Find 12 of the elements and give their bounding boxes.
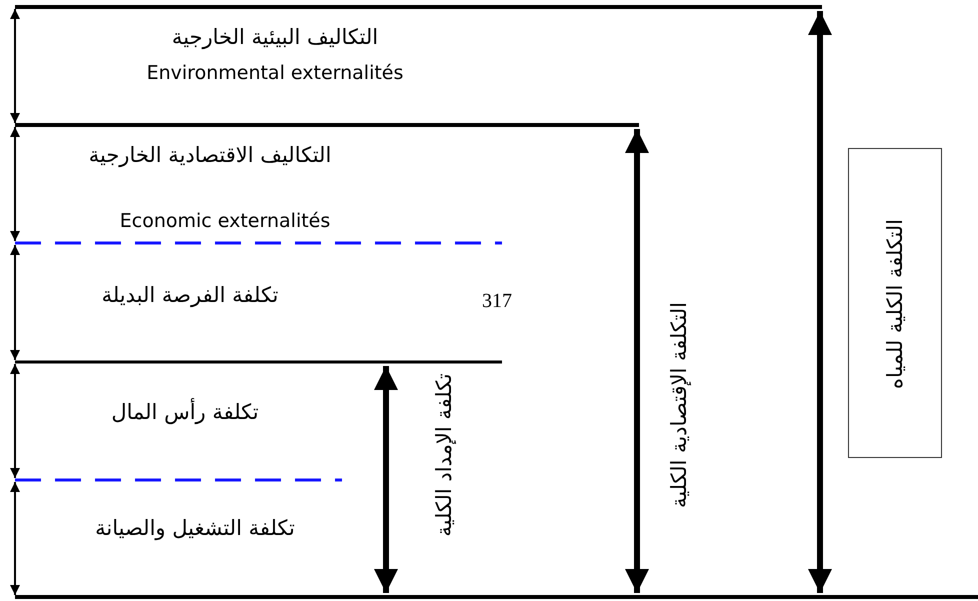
cost-label: Environmental externalités [146,62,404,84]
label-box [848,148,942,458]
total-cost-label: تكلفة الإمداد الكلية [431,372,458,539]
cost-label: Economic externalités [120,210,330,232]
cost-label: تكلفة التشغيل والصيانة [95,516,295,540]
total-cost-label: التكلفة الإقتصادية الكلية [666,302,692,508]
cost-label: تكلفة الفرصة البديلة [102,283,278,307]
total-cost-label: التكلفة الكلية للمياه [882,219,908,389]
cost-label: تكلفة رأس المال [111,400,259,424]
cost-label: التكاليف البيئية الخارجية [172,25,378,49]
cost-label: التكاليف الاقتصادية الخارجية [88,143,332,167]
page-number: 317 [482,290,512,313]
